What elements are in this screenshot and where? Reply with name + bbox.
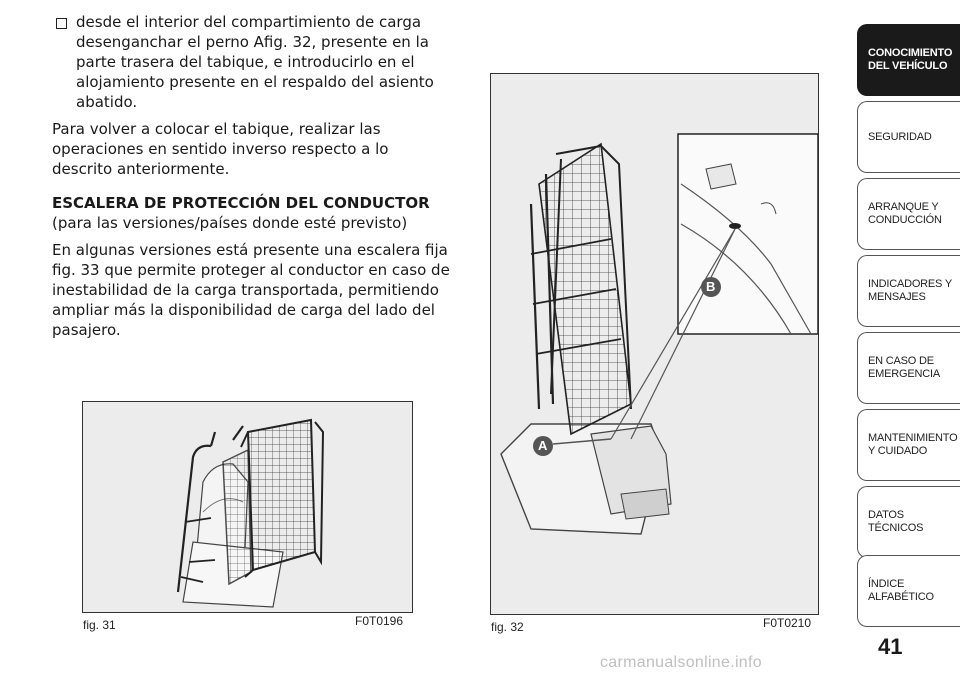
section-subheading: (para las versiones/países donde esté pr…	[52, 214, 408, 232]
tab-arranque-conduccion[interactable]: ARRANQUE Y CONDUCCIÓN	[857, 178, 960, 250]
paragraph: En algunas versiones está presente una e…	[52, 241, 450, 339]
figure-label: fig. 31	[83, 618, 116, 632]
tab-label: ARRANQUE Y CONDUCCIÓN	[868, 201, 942, 226]
callout-b-label: B	[706, 279, 716, 294]
callout-b-marker	[701, 277, 721, 297]
tab-label: EN CASO DE EMERGENCIA	[868, 355, 940, 380]
section-tabs: CONOCIMIENTO DEL VEHÍCULO SEGURIDAD ARRA…	[857, 0, 960, 640]
seat-with-ladder-illustration	[176, 418, 325, 608]
callout-a-label: A	[538, 438, 548, 453]
checkbox-bullet-icon	[56, 18, 67, 29]
tab-label: INDICADORES Y MENSAJES	[868, 278, 952, 303]
page-number: 41	[878, 634, 903, 659]
body-text: desde el interior del compartimiento de …	[52, 12, 452, 347]
tab-mantenimiento-cuidado[interactable]: MANTENIMIENTO Y CUIDADO	[857, 409, 960, 481]
tab-seguridad[interactable]: SEGURIDAD	[857, 101, 960, 173]
paragraph: Para volver a colocar el tabique, realiz…	[52, 120, 389, 178]
tab-label: SEGURIDAD	[868, 130, 932, 143]
tab-label: MANTENIMIENTO Y CUIDADO	[868, 432, 958, 457]
figure-32: A B fig. 32 F0T0210	[490, 73, 819, 634]
tab-indicadores-mensajes[interactable]: INDICADORES Y MENSAJES	[857, 255, 960, 327]
tab-label: ÍNDICE ALFABÉTICO	[868, 578, 934, 603]
figure-code: F0T0210	[763, 616, 812, 630]
callout-a-marker	[533, 436, 553, 456]
tab-datos-tecnicos[interactable]: DATOS TÉCNICOS	[857, 486, 960, 558]
figure-code: F0T0196	[355, 614, 404, 628]
bullet-text: desde el interior del compartimiento de …	[76, 13, 434, 111]
tab-indice-alfabetico[interactable]: ÍNDICE ALFABÉTICO	[857, 555, 960, 627]
tab-emergencia[interactable]: EN CASO DE EMERGENCIA	[857, 332, 960, 404]
section-heading: ESCALERA DE PROTECCIÓN DEL CONDUCTOR	[52, 194, 430, 212]
tab-label: CONOCIMIENTO DEL VEHÍCULO	[868, 47, 953, 72]
instruction-bullet: desde el interior del compartimiento de …	[52, 12, 452, 119]
tab-conocimiento-vehiculo[interactable]: CONOCIMIENTO DEL VEHÍCULO	[857, 24, 960, 96]
figure-31: fig. 31 F0T0196	[82, 401, 413, 632]
tab-label: DATOS TÉCNICOS	[868, 509, 924, 534]
ladder-detail-illustration	[500, 133, 819, 535]
figure-label: fig. 32	[491, 620, 524, 634]
watermark: carmanualsonline.info	[600, 654, 762, 671]
